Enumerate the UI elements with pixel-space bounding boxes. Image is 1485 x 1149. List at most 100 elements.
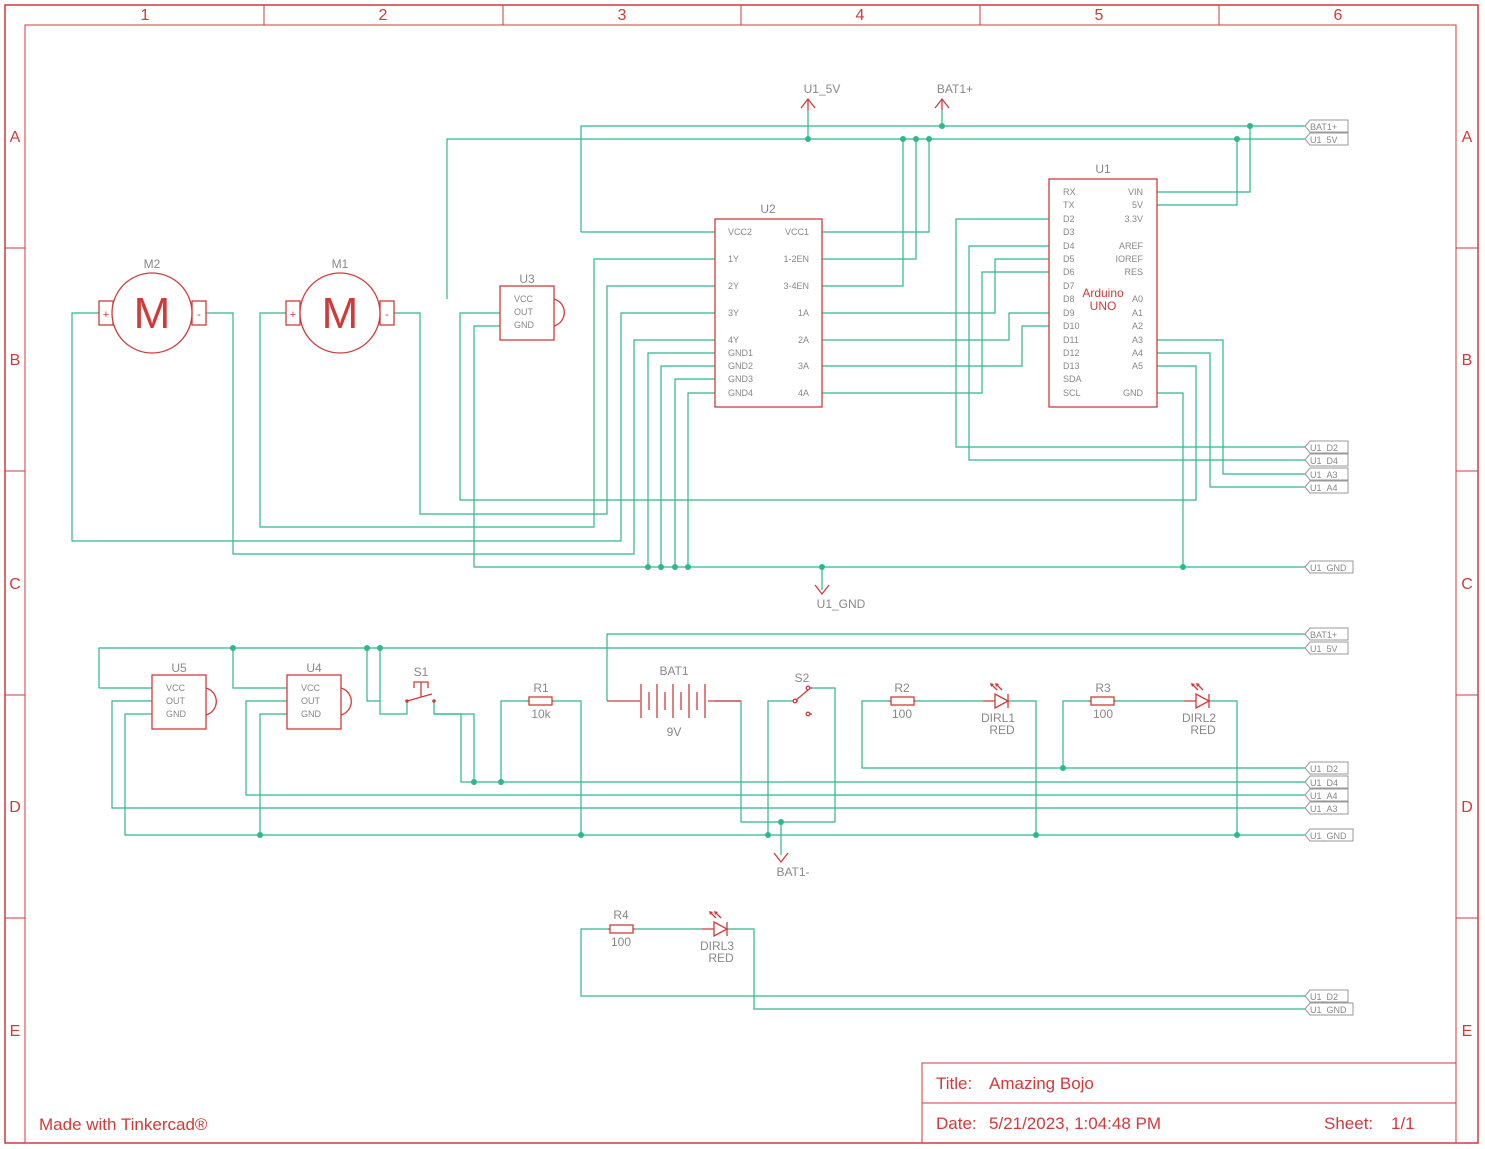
sensor-u5[interactable]: U5 VCC OUT GND <box>151 661 217 730</box>
svg-text:VCC1: VCC1 <box>785 227 809 237</box>
svg-text:BAT1+: BAT1+ <box>1310 630 1337 640</box>
resistor-r3[interactable]: R3 100 <box>1089 681 1116 721</box>
svg-text:IOREF: IOREF <box>1115 254 1143 264</box>
supply-bat1-plus-label: BAT1+ <box>937 82 973 96</box>
svg-text:A1: A1 <box>1132 308 1143 318</box>
svg-text:2Y: 2Y <box>728 281 739 291</box>
svg-text:3.3V: 3.3V <box>1124 214 1143 224</box>
net-port: BAT1+ <box>1304 627 1349 641</box>
svg-text:VIN: VIN <box>1128 187 1143 197</box>
arduino-model: UNO <box>1090 299 1117 313</box>
grid-row-a-left: A <box>10 129 21 146</box>
resistor-ref: R2 <box>894 681 910 695</box>
switch-ref: S2 <box>795 671 810 685</box>
net-port: U1_5V <box>1304 641 1349 655</box>
led-ref: DIRL1 <box>981 711 1015 725</box>
svg-text:U1_5V: U1_5V <box>1310 644 1338 654</box>
svg-text:A2: A2 <box>1132 321 1143 331</box>
net-port: U1_D2 <box>1304 440 1349 454</box>
resistor-r2[interactable]: R2 100 <box>889 681 916 721</box>
svg-text:U1_GND: U1_GND <box>1310 1005 1347 1015</box>
svg-text:RX: RX <box>1063 187 1076 197</box>
resistor-r4[interactable]: R4 100 <box>608 908 635 949</box>
grid-row-d-right: D <box>1461 799 1473 816</box>
net-port: U1_A4 <box>1304 788 1349 802</box>
net-port: U1_D2 <box>1304 989 1349 1003</box>
supply-u1-5v-label: U1_5V <box>804 82 841 96</box>
sensor-u3[interactable]: U3 VCC OUT GND <box>499 272 565 341</box>
net-port: U1_5V <box>1304 132 1349 146</box>
svg-text:U1_A4: U1_A4 <box>1310 791 1338 801</box>
battery-value: 9V <box>667 725 682 739</box>
battery-bat1[interactable]: BAT1 9V <box>607 664 741 739</box>
grid-row-d-left: D <box>9 799 21 816</box>
svg-text:D4: D4 <box>1063 241 1075 251</box>
svg-text:D13: D13 <box>1063 361 1080 371</box>
grid-row-c-right: C <box>1461 576 1473 593</box>
svg-text:BAT1+: BAT1+ <box>1310 122 1337 132</box>
svg-text:1A: 1A <box>798 308 809 318</box>
grid-row-b-left: B <box>10 352 21 369</box>
motor-m2[interactable]: + - M M2 <box>98 257 207 354</box>
svg-text:-: - <box>197 309 201 321</box>
svg-text:TX: TX <box>1063 200 1075 210</box>
net-port: U1_GND <box>1304 828 1354 842</box>
sensor-u4[interactable]: U4 VCC OUT GND <box>286 661 352 730</box>
svg-text:D11: D11 <box>1063 335 1079 345</box>
svg-text:1Y: 1Y <box>728 254 739 264</box>
supply-u1-5v: U1_5V <box>800 82 841 110</box>
motor-ref: M2 <box>144 257 161 271</box>
junctions-middle <box>230 645 1240 838</box>
svg-text:-: - <box>385 309 389 321</box>
led-dirl2[interactable]: DIRL2 RED <box>1182 683 1216 737</box>
svg-text:U1_D2: U1_D2 <box>1310 992 1338 1002</box>
supply-bat1-minus-label: BAT1- <box>776 865 809 879</box>
grid-col-2: 2 <box>379 7 388 24</box>
wires-middle <box>98 633 1305 855</box>
supply-u1-gnd: U1_GND <box>814 584 866 611</box>
grid-row-e-left: E <box>10 1023 21 1040</box>
title-label: Title: <box>936 1074 972 1093</box>
svg-text:U1_5V: U1_5V <box>1310 135 1338 145</box>
svg-text:5V: 5V <box>1132 200 1143 210</box>
svg-text:A0: A0 <box>1132 294 1143 304</box>
resistor-ref: R4 <box>613 908 629 922</box>
svg-text:D9: D9 <box>1063 308 1075 318</box>
led-color: RED <box>1190 723 1216 737</box>
motor-m1[interactable]: + - M M1 <box>285 257 395 354</box>
sheet-frame: 1 2 3 4 5 6 A B C D E A B C D E <box>4 4 1479 1144</box>
resistor-value: 100 <box>1093 707 1113 721</box>
svg-text:1-2EN: 1-2EN <box>783 254 809 264</box>
svg-text:D5: D5 <box>1063 254 1075 264</box>
switch-s2[interactable]: S2 <box>792 671 812 717</box>
svg-text:3-4EN: 3-4EN <box>783 281 809 291</box>
svg-text:VCC2: VCC2 <box>728 227 752 237</box>
svg-text:D10: D10 <box>1063 321 1080 331</box>
svg-text:OUT: OUT <box>166 696 186 706</box>
sensor-ref: U3 <box>519 272 535 286</box>
driver-u2[interactable]: U2 VCC2 1Y 2Y 3Y 4Y GND1 GND2 GND3 GND4 … <box>714 202 823 408</box>
grid-col-5: 5 <box>1095 7 1104 24</box>
svg-text:RES: RES <box>1124 267 1143 277</box>
grid-row-e-right: E <box>1462 1023 1473 1040</box>
arduino-ref: U1 <box>1095 162 1111 176</box>
svg-text:U1_D4: U1_D4 <box>1310 778 1338 788</box>
svg-text:OUT: OUT <box>301 696 321 706</box>
supply-u1-gnd-label: U1_GND <box>817 597 866 611</box>
svg-text:A5: A5 <box>1132 361 1143 371</box>
led-color: RED <box>989 723 1015 737</box>
grid-col-1: 1 <box>141 7 150 24</box>
led-dirl3[interactable]: DIRL3 RED <box>700 911 734 965</box>
switch-s1[interactable]: S1 <box>405 665 436 703</box>
led-ref: DIRL3 <box>700 939 734 953</box>
led-dirl1[interactable]: DIRL1 RED <box>981 683 1015 737</box>
motor-ref: M1 <box>332 257 349 271</box>
svg-text:GND: GND <box>1123 388 1144 398</box>
resistor-value: 100 <box>611 935 631 949</box>
svg-text:GND: GND <box>301 709 322 719</box>
sheet-number: 1/1 <box>1391 1114 1415 1133</box>
arduino-u1[interactable]: U1 Arduino UNO RX TX D2 D3 D4 D5 D6 D7 D… <box>1048 162 1158 408</box>
resistor-r1[interactable]: R1 10k <box>527 681 554 721</box>
led-ref: DIRL2 <box>1182 711 1216 725</box>
resistor-ref: R1 <box>533 681 549 695</box>
